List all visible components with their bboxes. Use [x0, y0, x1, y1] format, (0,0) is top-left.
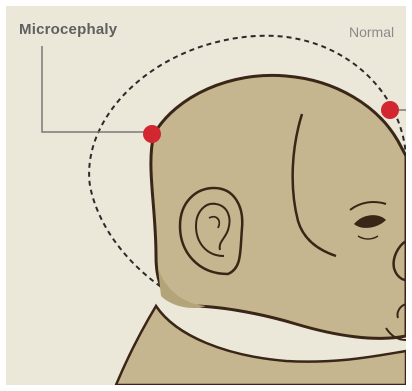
normal-label: Normal: [349, 25, 394, 39]
head-comparison-illustration: [6, 6, 406, 385]
microcephaly-label: Microcephaly: [19, 22, 117, 37]
diagram-panel: Microcephaly Normal: [6, 6, 406, 385]
microcephaly-marker-dot: [143, 125, 161, 143]
normal-marker-dot: [381, 101, 399, 119]
